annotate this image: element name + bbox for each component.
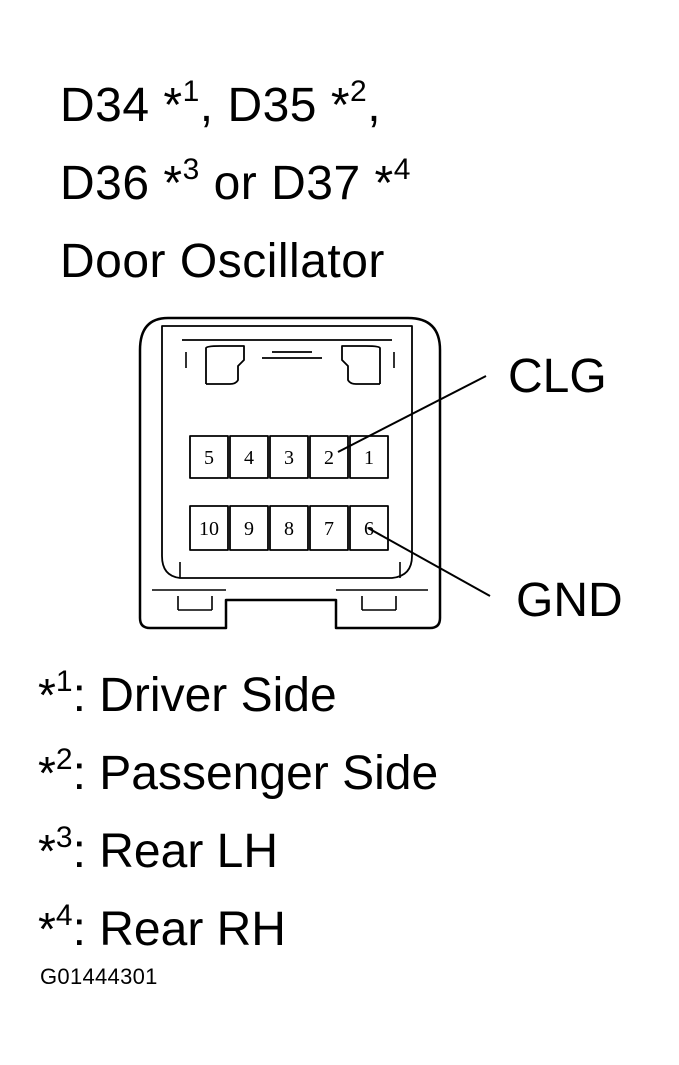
asterisk: * (38, 903, 56, 955)
footnote-ref: 1 (182, 75, 200, 108)
figure-code: G01444301 (40, 964, 158, 989)
pin-cavity (189, 505, 229, 551)
pin-label: 8 (284, 518, 294, 540)
clg-label: CLG (508, 350, 607, 403)
connector-lower-detail (152, 562, 428, 591)
pin-cavity (229, 505, 269, 551)
title-text: , (367, 79, 382, 132)
footnote-4: *4: Rear RH (38, 901, 286, 956)
pin-label: 9 (244, 518, 254, 540)
footnote-number: 4 (55, 899, 73, 932)
connector-housing-outline (138, 316, 442, 630)
gnd-label: GND (516, 574, 623, 627)
footnote-number: 3 (55, 821, 73, 854)
pin-cavity (269, 435, 309, 479)
asterisk: * (163, 79, 183, 132)
title-text: or D37 (199, 157, 375, 210)
footnote-number: 2 (55, 743, 73, 776)
asterisk: * (163, 157, 183, 210)
title-line-3: Door Oscillator (60, 235, 385, 288)
title-text: D36 (60, 157, 164, 210)
connector-latch-bar (262, 351, 322, 359)
title-line-2: D36 *3 or D37 *4 (60, 155, 411, 210)
pin-label: 6 (364, 518, 374, 540)
footnote-text: : Passenger Side (72, 747, 439, 800)
pin-label: 7 (324, 518, 334, 540)
pin-cavity (269, 505, 309, 551)
pin-label: 5 (204, 447, 214, 469)
pin-label: 2 (324, 447, 334, 469)
pin-cavity (309, 435, 349, 479)
footnote-ref: 3 (182, 153, 200, 186)
footnote-text: : Rear LH (72, 825, 278, 878)
footnote-ref: 2 (350, 75, 368, 108)
pin-label: 3 (284, 447, 294, 469)
pin-cavity (189, 435, 229, 479)
asterisk: * (38, 669, 56, 721)
footnote-ref: 4 (393, 153, 411, 186)
asterisk: * (330, 79, 351, 132)
connector-latch (182, 339, 392, 385)
asterisk: * (374, 157, 394, 210)
pin-cavity (229, 435, 269, 479)
footnote-number: 1 (55, 665, 73, 698)
footnote-text: : Driver Side (72, 669, 337, 722)
connector-inner-outline (161, 325, 413, 579)
title-text: D34 (60, 79, 164, 132)
connector-foot-marks (177, 596, 397, 611)
asterisk: * (38, 825, 56, 877)
connector-side-marks (185, 352, 395, 368)
pin-cavity (309, 505, 349, 551)
footnote-3: *3: Rear LH (38, 823, 278, 878)
connector-latch (341, 345, 381, 385)
pin-label: 10 (199, 518, 219, 540)
title-line-1: D34 *1, D35 *2, (60, 77, 382, 132)
pin-cavity (349, 505, 389, 551)
footnote-1: *1: Driver Side (38, 667, 337, 722)
pin-label: 1 (364, 447, 374, 469)
asterisk: * (38, 747, 56, 799)
title-text: , D35 (199, 79, 331, 132)
gnd-leader-line (367, 527, 491, 597)
footnote-text: : Rear RH (72, 903, 286, 956)
pin-label: 4 (244, 447, 254, 469)
footnote-2: *2: Passenger Side (38, 745, 439, 800)
clg-leader-line (337, 375, 487, 453)
